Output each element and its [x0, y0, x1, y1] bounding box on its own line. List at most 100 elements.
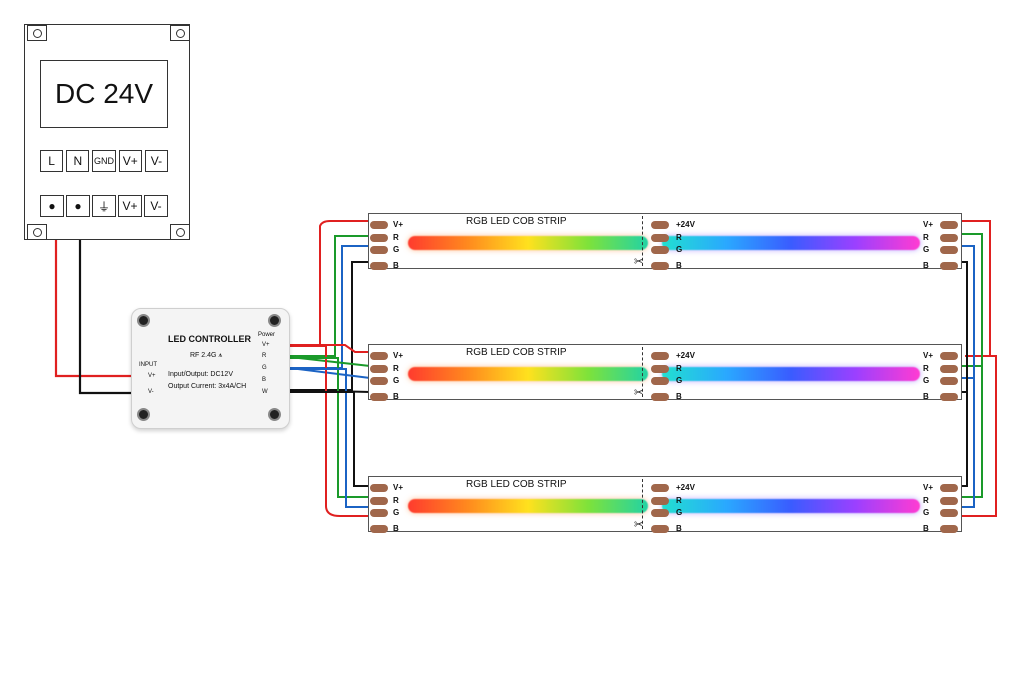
wire-ctrl-strip3-r [290, 357, 370, 498]
copper-pad [940, 246, 958, 254]
strip-glow-left [408, 236, 648, 250]
copper-pad [940, 393, 958, 401]
copper-pad [370, 262, 388, 270]
wire-psu-negative [78, 212, 140, 395]
pad-label-mid: +24V [676, 483, 695, 492]
psu-terminal-2: ● [66, 195, 90, 217]
psu-terminal-row: ● ● ⏚ V+ V- [40, 195, 168, 217]
pad-label-right: R [923, 364, 929, 373]
wire-right-vplus-bottom [960, 355, 997, 517]
strip-glow-right [662, 499, 920, 513]
wire-right-vplus [958, 220, 991, 357]
pad-label-mid: R [676, 233, 682, 242]
mounting-ear [27, 224, 47, 240]
wire-ctrl-strip1-vplus [290, 220, 370, 346]
copper-pad [651, 377, 669, 385]
wire-psu-positive [54, 212, 140, 378]
psu-label-row: L N GND V+ V- [40, 150, 169, 172]
cut-line [642, 479, 643, 529]
controller-io: Input/Output: DC12V [168, 371, 233, 378]
controller-out-g: G [262, 365, 267, 371]
psu-terminal-vplus: V+ [118, 195, 142, 217]
led-controller [131, 308, 290, 429]
pad-label-left: V+ [393, 220, 404, 229]
mounting-ear [170, 224, 190, 240]
copper-pad [651, 365, 669, 373]
pad-label-right: B [923, 392, 929, 401]
controller-input-label: INPUT [139, 362, 157, 368]
pad-label-right: B [923, 524, 929, 533]
wifi-icon: ⩚ [218, 352, 223, 359]
copper-pad [370, 234, 388, 242]
controller-rf-label: RF 2.4G [190, 352, 217, 359]
copper-pad [940, 377, 958, 385]
cut-line [642, 347, 643, 397]
pad-label-mid: G [676, 376, 683, 385]
controller-power-label: Power [258, 332, 276, 338]
copper-pad [940, 221, 958, 229]
wire-ctrl-strip3-b [290, 391, 370, 487]
copper-pad [651, 484, 669, 492]
cut-line [642, 216, 643, 266]
pad-label-right: G [923, 376, 930, 385]
copper-pad [370, 484, 388, 492]
pad-label-right: R [923, 233, 929, 242]
pad-label-right: V+ [923, 483, 934, 492]
copper-pad [651, 393, 669, 401]
wire-ctrl-strip1-g [290, 245, 370, 369]
copper-pad [370, 221, 388, 229]
scissors-icon: ✂ [634, 387, 644, 399]
screw-icon [268, 314, 281, 327]
pad-label-right: R [923, 496, 929, 505]
copper-pad [651, 497, 669, 505]
psu-terminal-1: ● [40, 195, 64, 217]
copper-pad [370, 365, 388, 373]
pad-label-right: V+ [923, 220, 934, 229]
strip-glow-left [408, 367, 648, 381]
copper-pad [651, 262, 669, 270]
pad-label-mid: +24V [676, 220, 695, 229]
copper-pad [940, 352, 958, 360]
pad-label-mid: B [676, 524, 682, 533]
psu-label-n: N [66, 150, 90, 172]
controller-out-w: W [262, 389, 268, 395]
copper-pad [370, 246, 388, 254]
strip-title: RGB LED COB STRIP [466, 216, 567, 227]
pad-label-left: V+ [393, 483, 404, 492]
pad-label-left: G [393, 376, 400, 385]
pad-label-mid: B [676, 261, 682, 270]
psu-terminal-vminus: V- [144, 195, 168, 217]
copper-pad [370, 352, 388, 360]
copper-pad [651, 352, 669, 360]
pad-label-left: B [393, 261, 399, 270]
copper-pad [940, 509, 958, 517]
pad-label-left: R [393, 496, 399, 505]
strip-glow-right [662, 367, 920, 381]
strip-title: RGB LED COB STRIP [466, 479, 567, 490]
copper-pad [940, 234, 958, 242]
pad-label-left: R [393, 364, 399, 373]
wire-ctrl-strip3-g [290, 368, 370, 508]
psu-label-l: L [40, 150, 64, 172]
controller-out-vplus: V+ [262, 342, 270, 348]
copper-pad [651, 509, 669, 517]
screw-icon [268, 408, 281, 421]
screw-icon [137, 314, 150, 327]
pad-label-right: G [923, 245, 930, 254]
psu-voltage-display: DC 24V [40, 60, 168, 128]
copper-pad [651, 221, 669, 229]
copper-pad [651, 246, 669, 254]
pad-label-mid: R [676, 364, 682, 373]
wire-ctrl-strip1-r [290, 235, 370, 357]
copper-pad [370, 525, 388, 533]
psu-label-vplus: V+ [118, 150, 142, 172]
pad-label-mid: G [676, 508, 683, 517]
copper-pad [651, 234, 669, 242]
copper-pad [940, 484, 958, 492]
pad-label-mid: G [676, 245, 683, 254]
mounting-ear [170, 25, 190, 41]
controller-rf: RF 2.4G ⩚ [190, 352, 222, 360]
pad-label-right: V+ [923, 351, 934, 360]
pad-label-left: G [393, 508, 400, 517]
strip-glow-left [408, 499, 648, 513]
